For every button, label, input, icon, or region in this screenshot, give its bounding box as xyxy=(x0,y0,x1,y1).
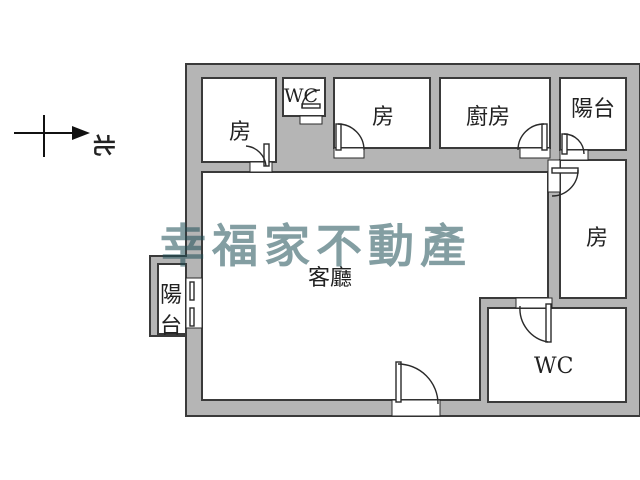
door-bedroom-n xyxy=(335,123,365,151)
label-balcony-w-1: 陽 xyxy=(160,283,182,308)
label-living: 客廳 xyxy=(308,266,352,291)
room-bedroom-n xyxy=(333,77,431,149)
door-gap-living-bedroom-nw xyxy=(249,161,273,173)
label-bedroom-nw: 房 xyxy=(229,120,251,145)
north-compass: 北 xyxy=(14,115,116,157)
room-kitchen xyxy=(439,77,551,149)
door-balcony-w xyxy=(189,281,195,327)
door-gap-bedroom-e xyxy=(547,159,561,193)
door-gap-wc-large xyxy=(515,297,553,309)
door-gap-bedroom-n xyxy=(333,147,365,159)
door-gap-balcony-ne xyxy=(559,149,589,161)
door-gap-entrance xyxy=(391,399,441,417)
door-bedroom-e xyxy=(551,167,579,197)
door-bedroom-nw xyxy=(245,143,270,167)
label-bedroom-n: 房 xyxy=(372,105,394,130)
room-balcony-ne xyxy=(559,77,627,151)
room-bedroom-e xyxy=(559,159,627,299)
door-kitchen xyxy=(517,123,548,151)
door-wc-small xyxy=(301,89,321,109)
door-wc-large xyxy=(519,303,552,343)
room-wc-small xyxy=(282,77,326,117)
room-wc-large xyxy=(487,307,627,403)
label-balcony-w-2: 台 xyxy=(160,314,182,339)
label-balcony-ne: 陽台 xyxy=(571,97,615,122)
compass-label: 北 xyxy=(90,134,116,156)
door-balcony-ne xyxy=(561,133,585,155)
label-kitchen: 廚房 xyxy=(466,105,510,130)
label-wc-small: WC xyxy=(284,85,318,107)
label-wc-large: WC xyxy=(534,354,573,379)
door-entrance xyxy=(395,361,439,405)
arrow-right-icon xyxy=(72,126,90,140)
door-gap-kitchen xyxy=(519,147,551,159)
door-gap-wc-small xyxy=(299,115,323,125)
watermark-text: 幸福家不動產 xyxy=(160,219,472,273)
label-bedroom-e: 房 xyxy=(586,226,608,251)
